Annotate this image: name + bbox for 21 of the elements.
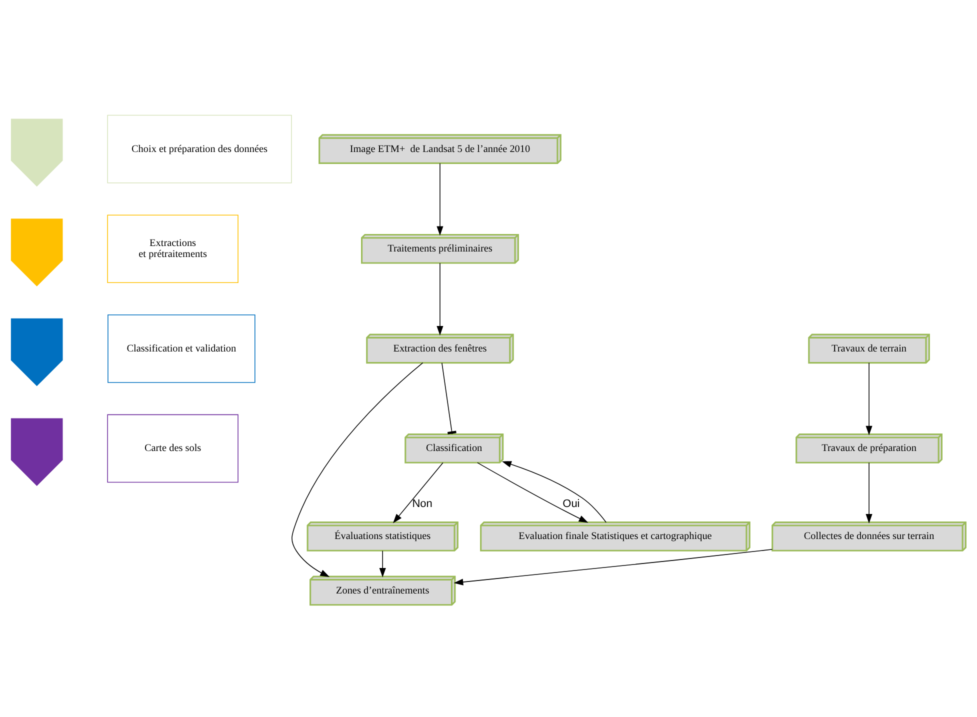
node-box: Choix et préparation des données [107,114,292,184]
node-chevron [10,218,63,286]
edge-label: Non [412,498,432,510]
edge-label: Oui [562,498,580,510]
node-chevron [10,118,63,187]
arrow [454,549,773,586]
connector [442,362,456,434]
node-chevron [10,418,63,486]
node-chevron [10,318,63,386]
arrow [477,462,588,523]
arrow [436,262,444,336]
node-box: Carte des sols [107,414,238,483]
arrow [392,462,444,524]
arrow [292,362,424,578]
arrow [866,462,872,524]
arrow [436,162,444,236]
arrow [502,461,607,523]
arrow [379,550,386,578]
node-box: Classification et validation [108,314,256,383]
arrow [866,362,872,436]
node-box: Extractions et prétraitements [107,214,238,284]
